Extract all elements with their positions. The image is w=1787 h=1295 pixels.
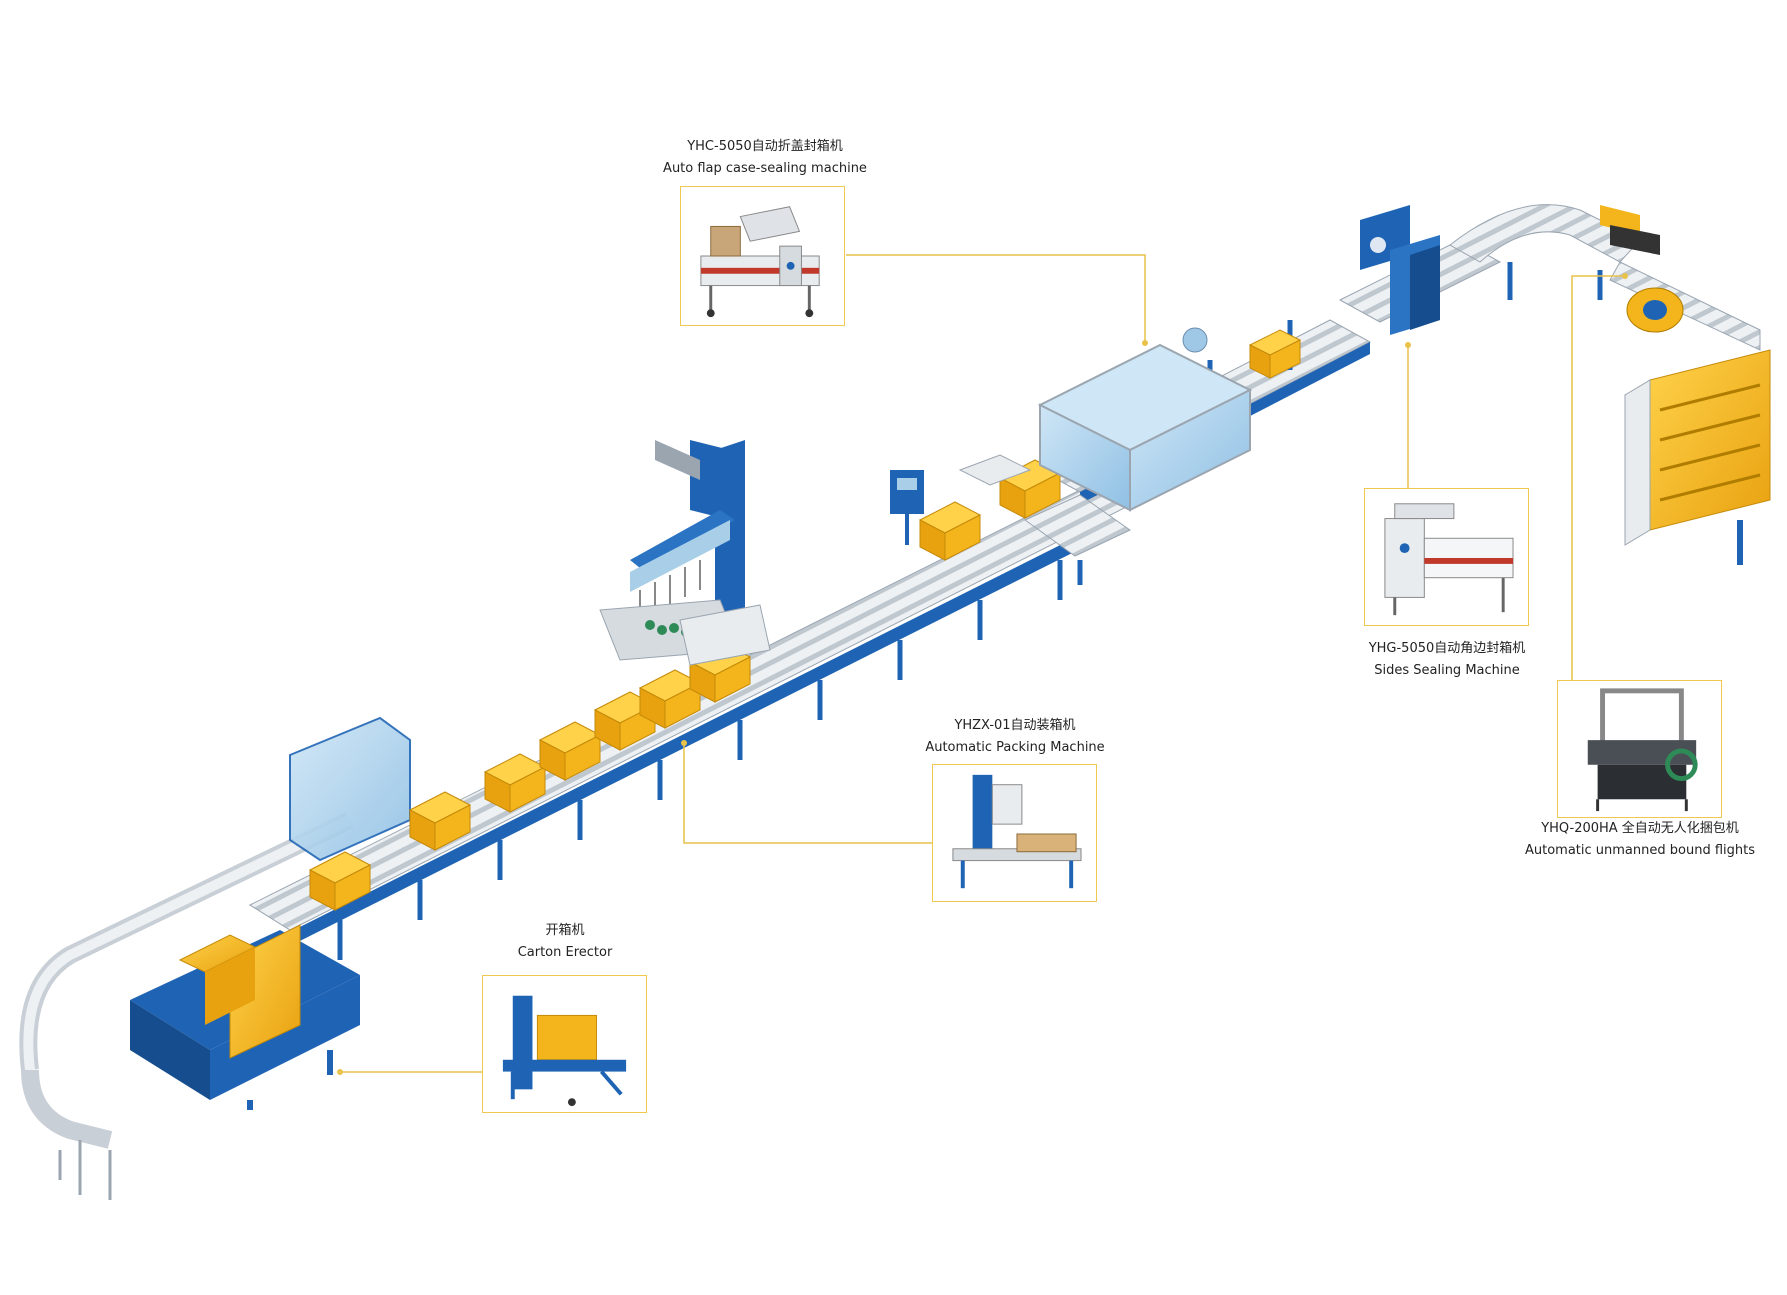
- leader-dots: [337, 273, 1628, 1075]
- case-sealer-enclosure: [1037, 327, 1253, 512]
- sealer-photo-frame: [680, 186, 845, 326]
- packer-label: YHZX-01自动装箱机 Automatic Packing Machine: [910, 715, 1120, 759]
- strapper-model: YHQ-200HA 全自动无人化捆包机: [1541, 821, 1739, 836]
- sealer-model: YHC-5050自动折盖封箱机: [687, 139, 843, 154]
- cartons: [308, 329, 1302, 911]
- packing-robot: [599, 440, 771, 666]
- leader-sealer: [846, 254, 1146, 343]
- strapper-photo-frame: [1557, 680, 1722, 818]
- strapping-unit: [1624, 287, 1771, 565]
- erector-model: 开箱机: [545, 923, 585, 938]
- sides-sealer-unit: [1360, 205, 1660, 335]
- strapper-label: YHQ-200HA 全自动无人化捆包机 Automatic unmanned b…: [1520, 818, 1760, 862]
- packer-model: YHZX-01自动装箱机: [954, 718, 1076, 733]
- erector-name: Carton Erector: [517, 945, 613, 960]
- leader-lines: [340, 254, 1625, 1073]
- carton-erector-unit: [130, 924, 360, 1110]
- sealer-label: YHC-5050自动折盖封箱机 Auto flap case-sealing m…: [660, 136, 870, 180]
- conveyor-frame: [270, 520, 1110, 956]
- sides-name: Sides Sealing Machine: [1374, 663, 1520, 678]
- sealer-name: Auto flap case-sealing machine: [663, 161, 867, 176]
- strapper-machine-illustration: [1587, 688, 1698, 812]
- packer-photo-frame: [932, 764, 1097, 902]
- erector-photo-frame: [482, 975, 647, 1113]
- sides-machine-illustration: [1384, 503, 1514, 616]
- branch-conveyor: [1024, 494, 1131, 557]
- leader-strapper: [1571, 275, 1625, 680]
- packer-machine-illustration: [952, 774, 1082, 889]
- conveyor-deck-right: [1609, 261, 1761, 351]
- erector-label: 开箱机 Carton Erector: [460, 920, 670, 964]
- bottle-conveyor: [19, 811, 354, 1200]
- leader-packer: [683, 743, 932, 844]
- sides-label: YHG-5050自动角边封箱机 Sides Sealing Machine: [1342, 638, 1552, 682]
- sides-model: YHG-5050自动角边封箱机: [1368, 641, 1526, 656]
- control-panel: [890, 470, 924, 545]
- packer-name: Automatic Packing Machine: [925, 740, 1105, 755]
- weigh-table: [958, 454, 1032, 486]
- strapper-name: Automatic unmanned bound flights: [1524, 843, 1755, 858]
- erector-machine-illustration: [502, 995, 627, 1107]
- sides-photo-frame: [1364, 488, 1529, 626]
- sealer-machine-illustration: [700, 206, 820, 318]
